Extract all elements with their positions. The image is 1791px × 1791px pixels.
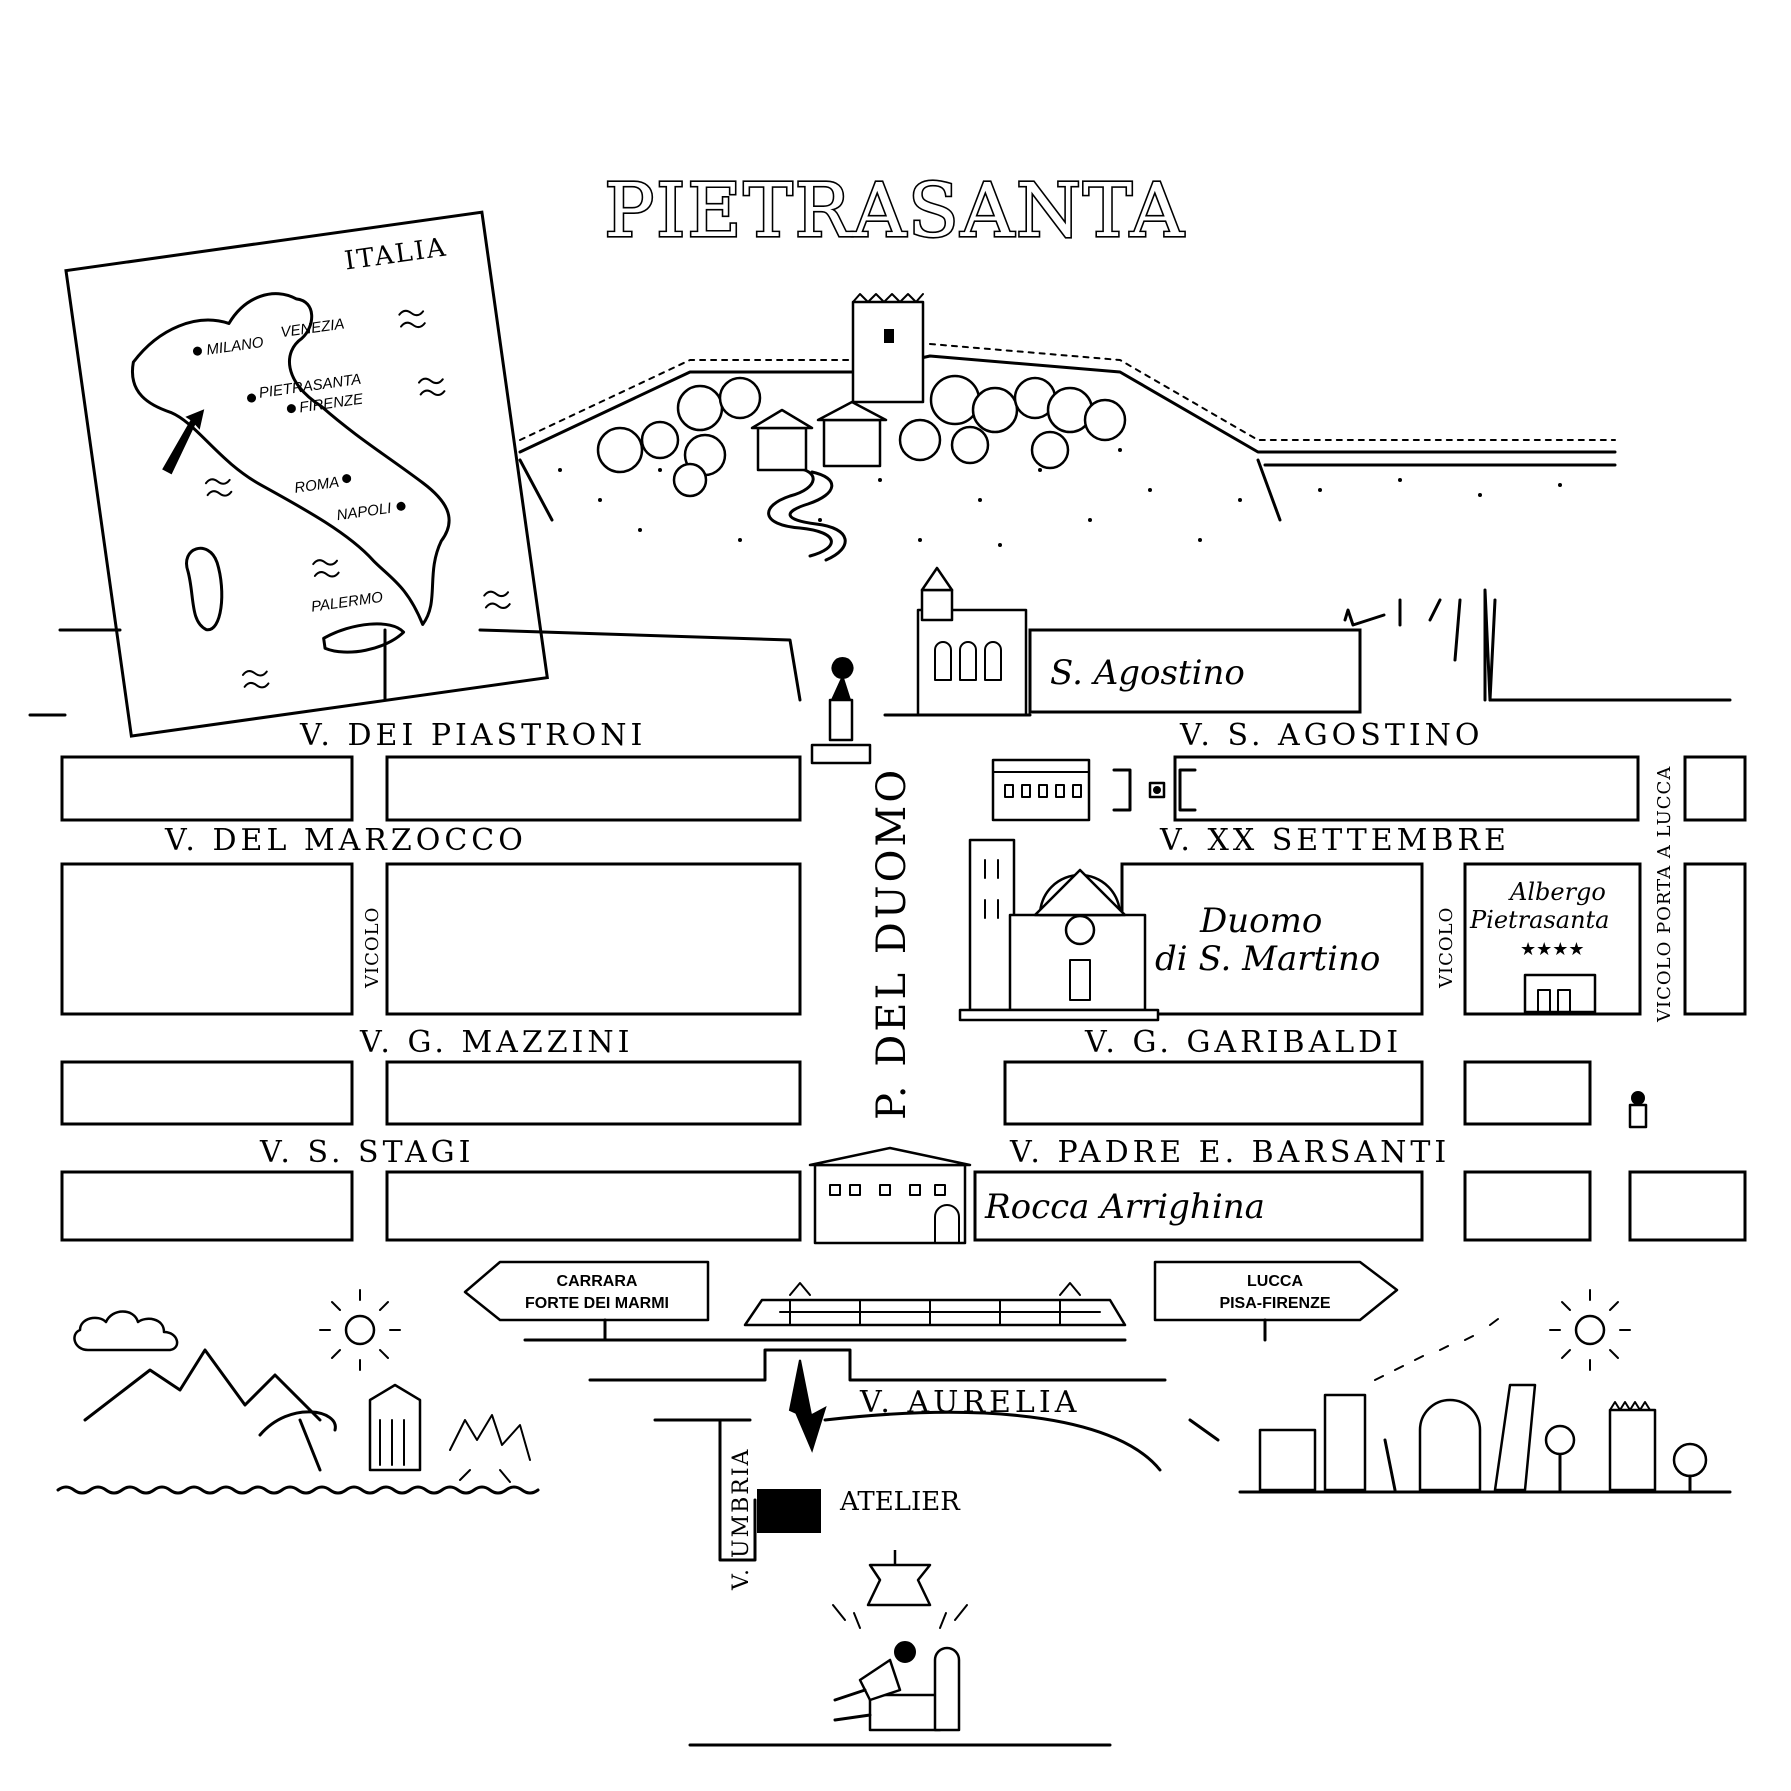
s-agostino-church-icon: [883, 566, 1362, 717]
statue-icon: [810, 657, 872, 765]
place-albergo-line2: Pietrasanta: [1469, 906, 1610, 934]
street-piastroni: V. DEI PIASTRONI: [299, 718, 646, 753]
sun-icon: [319, 1289, 401, 1371]
rocca-tower-icon: [851, 293, 925, 404]
train-icon: [523, 1282, 1127, 1342]
street-settembre: V. XX SETTEMBRE: [1159, 823, 1510, 858]
map-title: PIETRASANTA: [604, 168, 1185, 254]
street-mazzini: V. G. MAZZINI: [359, 1025, 633, 1060]
sign-left-line2: FORTE DEI MARMI: [525, 1295, 669, 1312]
street-stagi: V. S. STAGI: [259, 1135, 474, 1170]
place-albergo-stars: ★★★★: [1520, 939, 1585, 960]
italy-inset-map: ITALIA MILANO VENEZIA PIETRASANTA FIRENZ…: [64, 210, 549, 738]
city-wall-hill: [518, 343, 1617, 562]
albergo-pietrasanta: [1523, 973, 1597, 1014]
place-duomo-line1: Duomo: [1199, 901, 1322, 941]
place-duomo-line2: di S. Martino: [1155, 939, 1380, 979]
place-s-agostino: S. Agostino: [1050, 653, 1245, 693]
street-umbria: V. UMBRIA: [729, 1448, 754, 1591]
road-signs: CARRARA FORTE DEI MARMI LUCCA PISA-FIREN…: [463, 1260, 1399, 1342]
street-aurelia: V. AURELIA: [859, 1385, 1080, 1420]
sign-right-line1: LUCCA: [1247, 1273, 1303, 1290]
hill-trees: [596, 374, 1127, 498]
compass-arrow-icon: [162, 409, 205, 475]
hill-houses: [750, 400, 888, 472]
place-rocca-arrighina: Rocca Arrighina: [984, 1187, 1265, 1227]
aurelia-roads: V. AURELIA V. UMBRIA ATELIER: [588, 1348, 1220, 1591]
square-duomo: P. DEL DUOMO: [869, 767, 915, 1120]
street-labels: V. DEI PIASTRONI V. S. AGOSTINO V. DEL M…: [164, 718, 1675, 1170]
reader-icon: [688, 1641, 1112, 1747]
palazzo-icon: [991, 758, 1197, 822]
street-marzocco: V. DEL MARZOCCO: [164, 823, 527, 858]
street-garibaldi: V. G. GARIBALDI: [1084, 1025, 1402, 1060]
coast-landscape-left: [56, 1289, 540, 1495]
lamp-icon: [832, 1550, 968, 1629]
rocca-arrighina-icon: [808, 1146, 972, 1245]
street-barsanti: V. PADRE E. BARSANTI: [1009, 1135, 1450, 1170]
vicolo-porta-lucca: VICOLO PORTA A LUCCA: [1654, 766, 1675, 1023]
inset-city-roma: ROMA: [293, 474, 340, 497]
skyline-right: [1238, 1289, 1732, 1494]
vicolo-right: VICOLO: [1436, 907, 1457, 989]
place-labels: S. Agostino Duomo di S. Martino Albergo …: [984, 653, 1610, 1227]
street-agostino: V. S. AGOSTINO: [1179, 718, 1484, 753]
place-atelier: ATELIER: [839, 1487, 961, 1517]
city-blocks: [28, 588, 1747, 1242]
monument-icon: [1628, 1091, 1648, 1129]
cloud-icon: [73, 1310, 179, 1352]
wave-icons: [204, 309, 511, 689]
sign-left-line1: CARRARA: [557, 1273, 638, 1290]
sun-icon: [1549, 1289, 1631, 1371]
vicolo-left: VICOLO: [362, 907, 383, 989]
place-albergo-line1: Albergo: [1508, 878, 1606, 906]
sign-right-line2: PISA-FIRENZE: [1219, 1295, 1330, 1312]
duomo-cathedral-icon: [958, 838, 1160, 1022]
